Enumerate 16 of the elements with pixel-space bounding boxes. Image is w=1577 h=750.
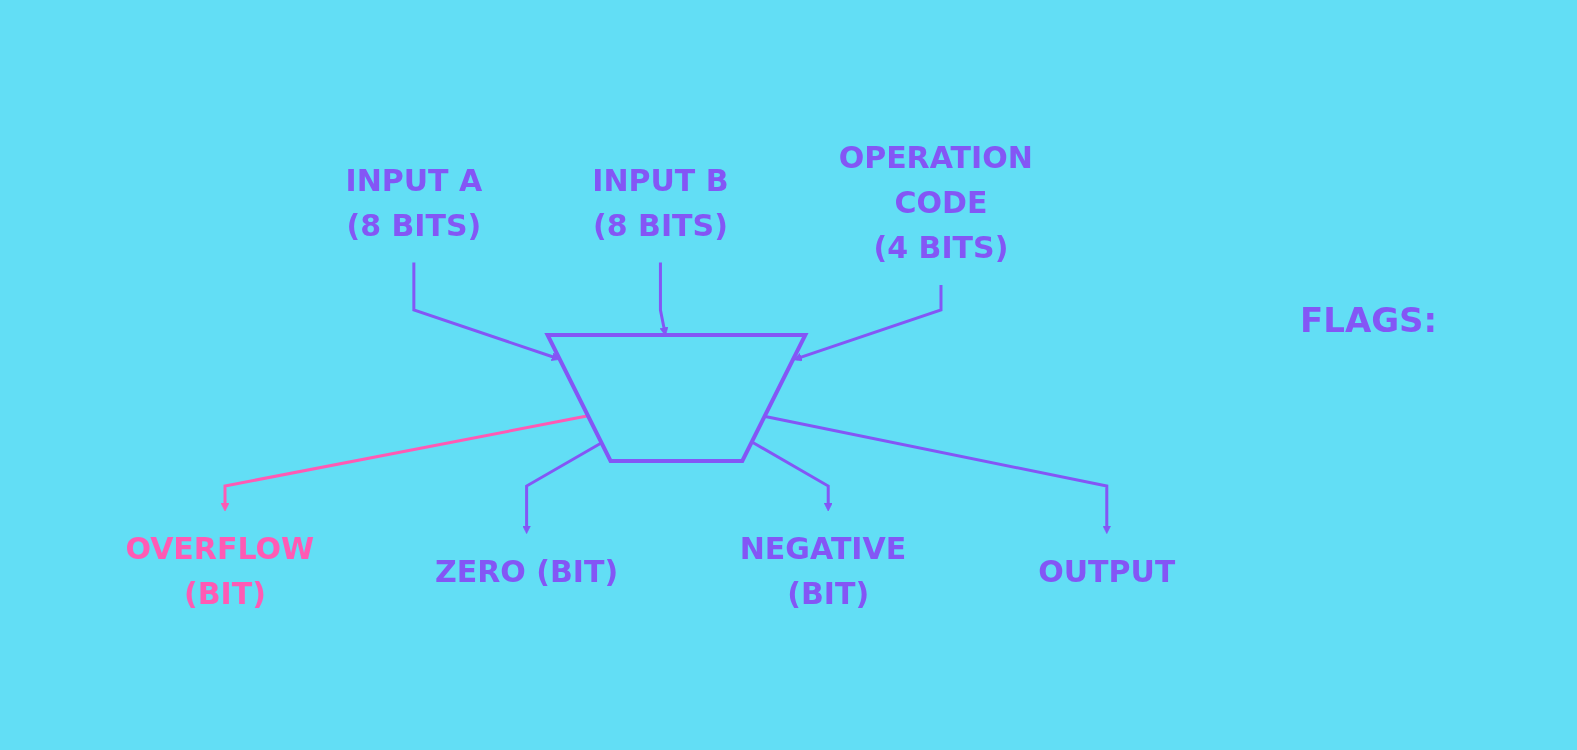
- node-trapezoid: [544, 332, 809, 463]
- node-text: NEGATIVE (BIT): [739, 530, 907, 611]
- arrow: [751, 440, 833, 511]
- arrow: [522, 440, 603, 534]
- arrow: [764, 414, 1111, 534]
- node-text: OUTPUT: [1038, 553, 1176, 588]
- node-text: INPUT A (8 BITS): [345, 162, 483, 242]
- node-text: OPERATION CODE (4 BITS): [838, 139, 1033, 265]
- node-text: OVERFLOW (BIT): [125, 530, 314, 611]
- arrow: [793, 284, 943, 361]
- node-text: INPUT B (8 BITS): [592, 162, 729, 242]
- arrow: [658, 262, 669, 336]
- node-text: ZERO (BIT): [434, 553, 619, 588]
- arrow: [412, 262, 561, 361]
- flags-heading: FLAGS:: [1300, 300, 1438, 340]
- arrow: [220, 413, 589, 511]
